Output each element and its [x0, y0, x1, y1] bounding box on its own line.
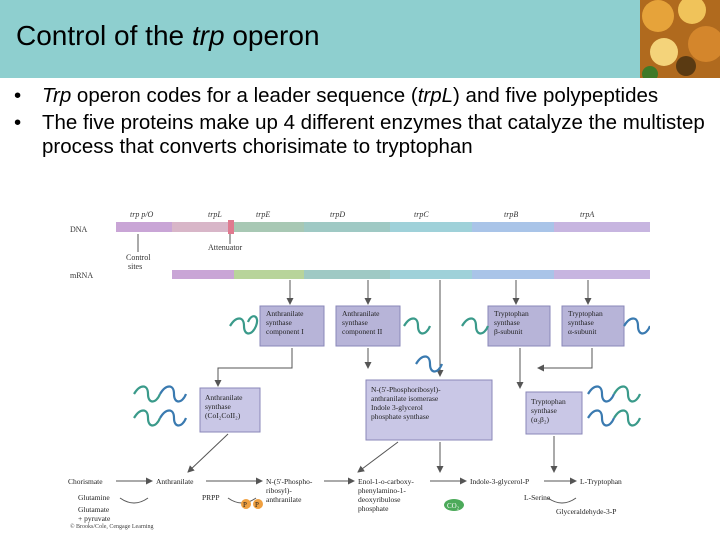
copyright: © Brooks/Cole, Cengage Learning — [70, 523, 154, 530]
pathway-step: N-(5'-Phospho-ribosyl)-anthranilate — [266, 477, 313, 504]
protein-box — [259, 305, 325, 347]
attenuator-label: Attenuator — [208, 243, 243, 252]
bullet-item: • Trp operon codes for a leader sequence… — [14, 84, 659, 107]
enzyme-box — [525, 391, 583, 435]
pathway-step: L-Tryptophan — [580, 477, 622, 486]
bullet-text: The five proteins make up 4 different en… — [42, 111, 705, 158]
bullet-list: • Trp operon codes for a leader sequence… — [14, 84, 714, 162]
gene-label: trpL — [208, 210, 222, 219]
dna-bar — [116, 220, 650, 234]
mrna-bar — [172, 270, 650, 279]
gene-label: trpC — [414, 210, 429, 219]
protein-box — [335, 305, 401, 347]
bullet-item: • The five proteins make up 4 different … — [14, 111, 705, 158]
polypeptide-coil-icons — [133, 315, 650, 427]
pathway-step: Indole-3-glycerol-P — [470, 477, 529, 486]
corner-photo — [640, 0, 720, 78]
gene-label: trp p/O — [130, 210, 154, 219]
glyceraldehyde-label: Glyceraldehyde-3-P — [556, 507, 616, 516]
enzyme-label: N-(5'-Phosphoribosyl)-anthranilate isome… — [371, 385, 441, 421]
serine-label: L-Serine — [524, 493, 551, 502]
glutamine-label: Glutamine — [78, 493, 110, 502]
co2-badge — [444, 499, 464, 511]
gene-label: trpE — [256, 210, 270, 219]
svg-text:P: P — [243, 501, 247, 509]
dna-label: DNA — [70, 225, 88, 234]
protein-box — [487, 305, 551, 347]
enzyme-box — [199, 387, 261, 433]
title-bar — [0, 0, 720, 78]
pathway-step: Chorismate — [68, 477, 103, 486]
mrna-label: mRNA — [70, 271, 93, 280]
trp-operon-diagram: trp p/O trpL trpE trpD trpC trpB trpA DN… — [68, 208, 650, 532]
gene-label: trpD — [330, 210, 345, 219]
pp-badges: P P — [241, 499, 263, 509]
protein-box — [561, 305, 625, 347]
prpp-label: PRPP — [202, 493, 220, 502]
pyruvate-label: + pyruvate — [78, 514, 111, 523]
slide-title: Control of the trp operon — [16, 20, 320, 51]
pathway: Chorismate Anthranilate N-(5'-Phospho-ri… — [68, 477, 622, 513]
gene-label: trpB — [504, 210, 518, 219]
enzyme-box — [365, 379, 493, 441]
bullet-text: Trp operon codes for a leader sequence (… — [42, 84, 659, 107]
pathway-step: Anthranilate — [156, 477, 194, 486]
glutamate-label: Glutamate — [78, 505, 110, 514]
gene-label: trpA — [580, 210, 594, 219]
pathway-step: Enol-1-o-carboxy-phenylamino-1-deoxyribu… — [358, 477, 414, 513]
svg-text:CO₂: CO₂ — [447, 502, 460, 510]
svg-text:P: P — [255, 501, 259, 509]
